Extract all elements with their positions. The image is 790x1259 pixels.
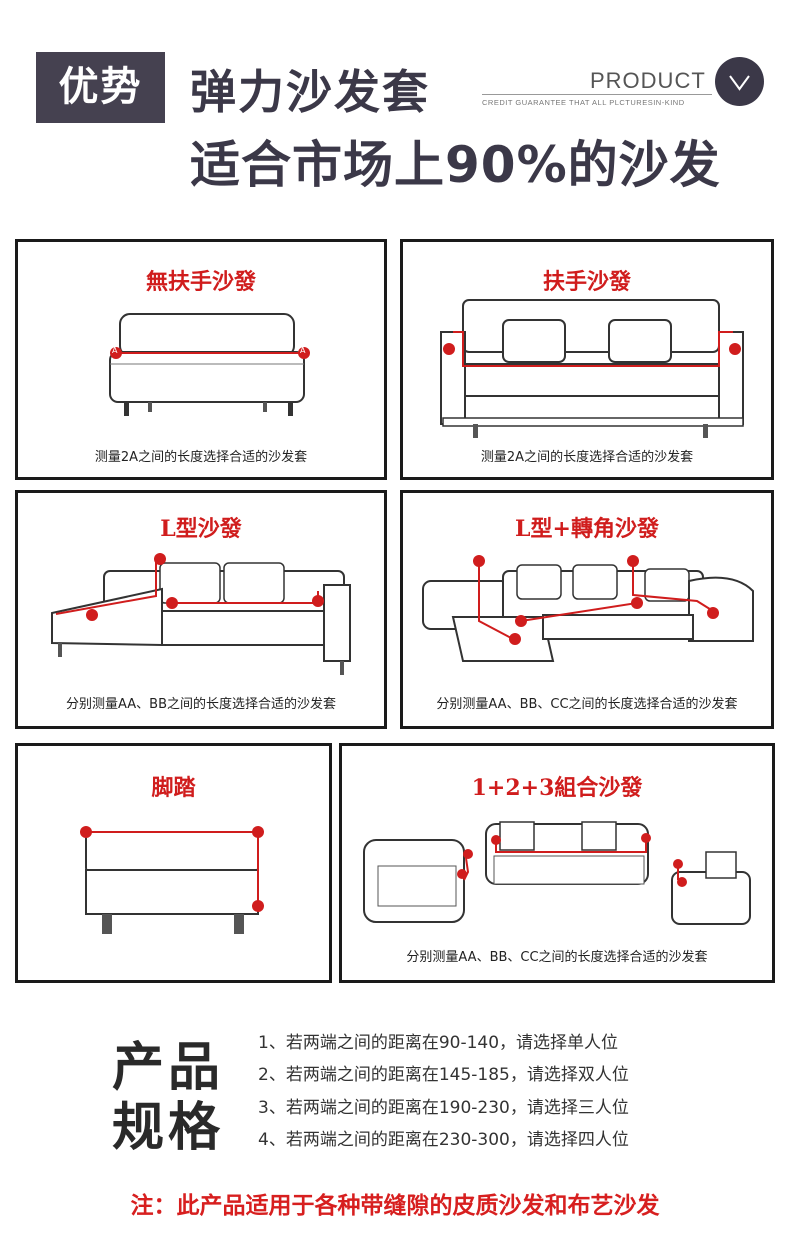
panel-caption: 测量2A之间的长度选择合适的沙发套 bbox=[94, 450, 308, 465]
panel-title: 1+2+3組合沙發 bbox=[471, 775, 643, 801]
panel-no-armrest: 無扶手沙發 A A 测量2A之间的长度选择合适的沙发套 bbox=[15, 239, 387, 480]
usage-note: 注：此产品适用于各种带缝隙的皮质沙发和布艺沙发 bbox=[130, 1193, 660, 1219]
headline-secondary: 适合市场上90%的沙发 bbox=[190, 136, 721, 194]
spec-rule: 1、若两端之间的距离在90-140，请选择单人位 bbox=[258, 1033, 619, 1053]
l-shape-sofa-illustration bbox=[51, 553, 351, 675]
panel-l-corner: L型+轉角沙發 分别测量AA、BB、CC之间的长度选择合适的沙发套 bbox=[400, 490, 774, 729]
combo-sofa-illustration bbox=[363, 821, 751, 925]
headline-primary: 弹力沙发套 bbox=[190, 65, 430, 119]
panel-combo: 1+2+3組合沙發 分别测量AA、BB、CC之间的长度选择合适的沙发套 bbox=[339, 743, 775, 983]
spec-rule: 3、若两端之间的距离在190-230，请选择三人位 bbox=[258, 1098, 629, 1118]
chevron-down-icon bbox=[715, 57, 764, 106]
panel-title: L型沙發 bbox=[160, 516, 242, 542]
panel-title: 脚踏 bbox=[151, 775, 196, 801]
panel-title: L型+轉角沙發 bbox=[515, 516, 659, 542]
panel-caption: 测量2A之间的长度选择合适的沙发套 bbox=[480, 450, 694, 465]
l-corner-sofa-illustration bbox=[422, 555, 754, 662]
panel-caption: 分别测量AA、BB、CC之间的长度选择合适的沙发套 bbox=[406, 950, 708, 965]
panel-caption: 分别测量AA、BB、CC之间的长度选择合适的沙发套 bbox=[436, 697, 738, 712]
panel-caption: 分别测量AA、BB之间的长度选择合适的沙发套 bbox=[66, 697, 336, 712]
spec-rule: 2、若两端之间的距离在145-185，请选择双人位 bbox=[258, 1065, 629, 1085]
product-label: PRODUCT bbox=[590, 68, 706, 93]
panel-armrest: 扶手沙發 测量2A之间的长度选择合适的沙发套 bbox=[400, 239, 774, 480]
spec-rule: 4、若两端之间的距离在230-300，请选择四人位 bbox=[258, 1130, 629, 1150]
panel-l-shape: L型沙發 分别测量AA、BB之间的长度选择合适的沙发套 bbox=[15, 490, 387, 729]
marker-a: A bbox=[112, 346, 118, 355]
armrest-sofa-illustration bbox=[440, 299, 744, 438]
product-tagline: CREDIT GUARANTEE THAT ALL PLCTURESIN-KIN… bbox=[482, 98, 685, 107]
footstool-illustration bbox=[80, 826, 264, 934]
panel-title: 扶手沙發 bbox=[542, 269, 631, 295]
advantage-badge: 优势 bbox=[36, 52, 165, 123]
product-divider bbox=[482, 94, 712, 95]
armless-sofa-illustration bbox=[109, 313, 310, 416]
panel-footstool: 脚踏 bbox=[15, 743, 332, 983]
panel-title: 無扶手沙發 bbox=[145, 269, 256, 295]
marker-a: A bbox=[300, 346, 306, 355]
spec-heading-1: 产品 bbox=[112, 1037, 225, 1098]
spec-heading-2: 规格 bbox=[112, 1097, 225, 1158]
